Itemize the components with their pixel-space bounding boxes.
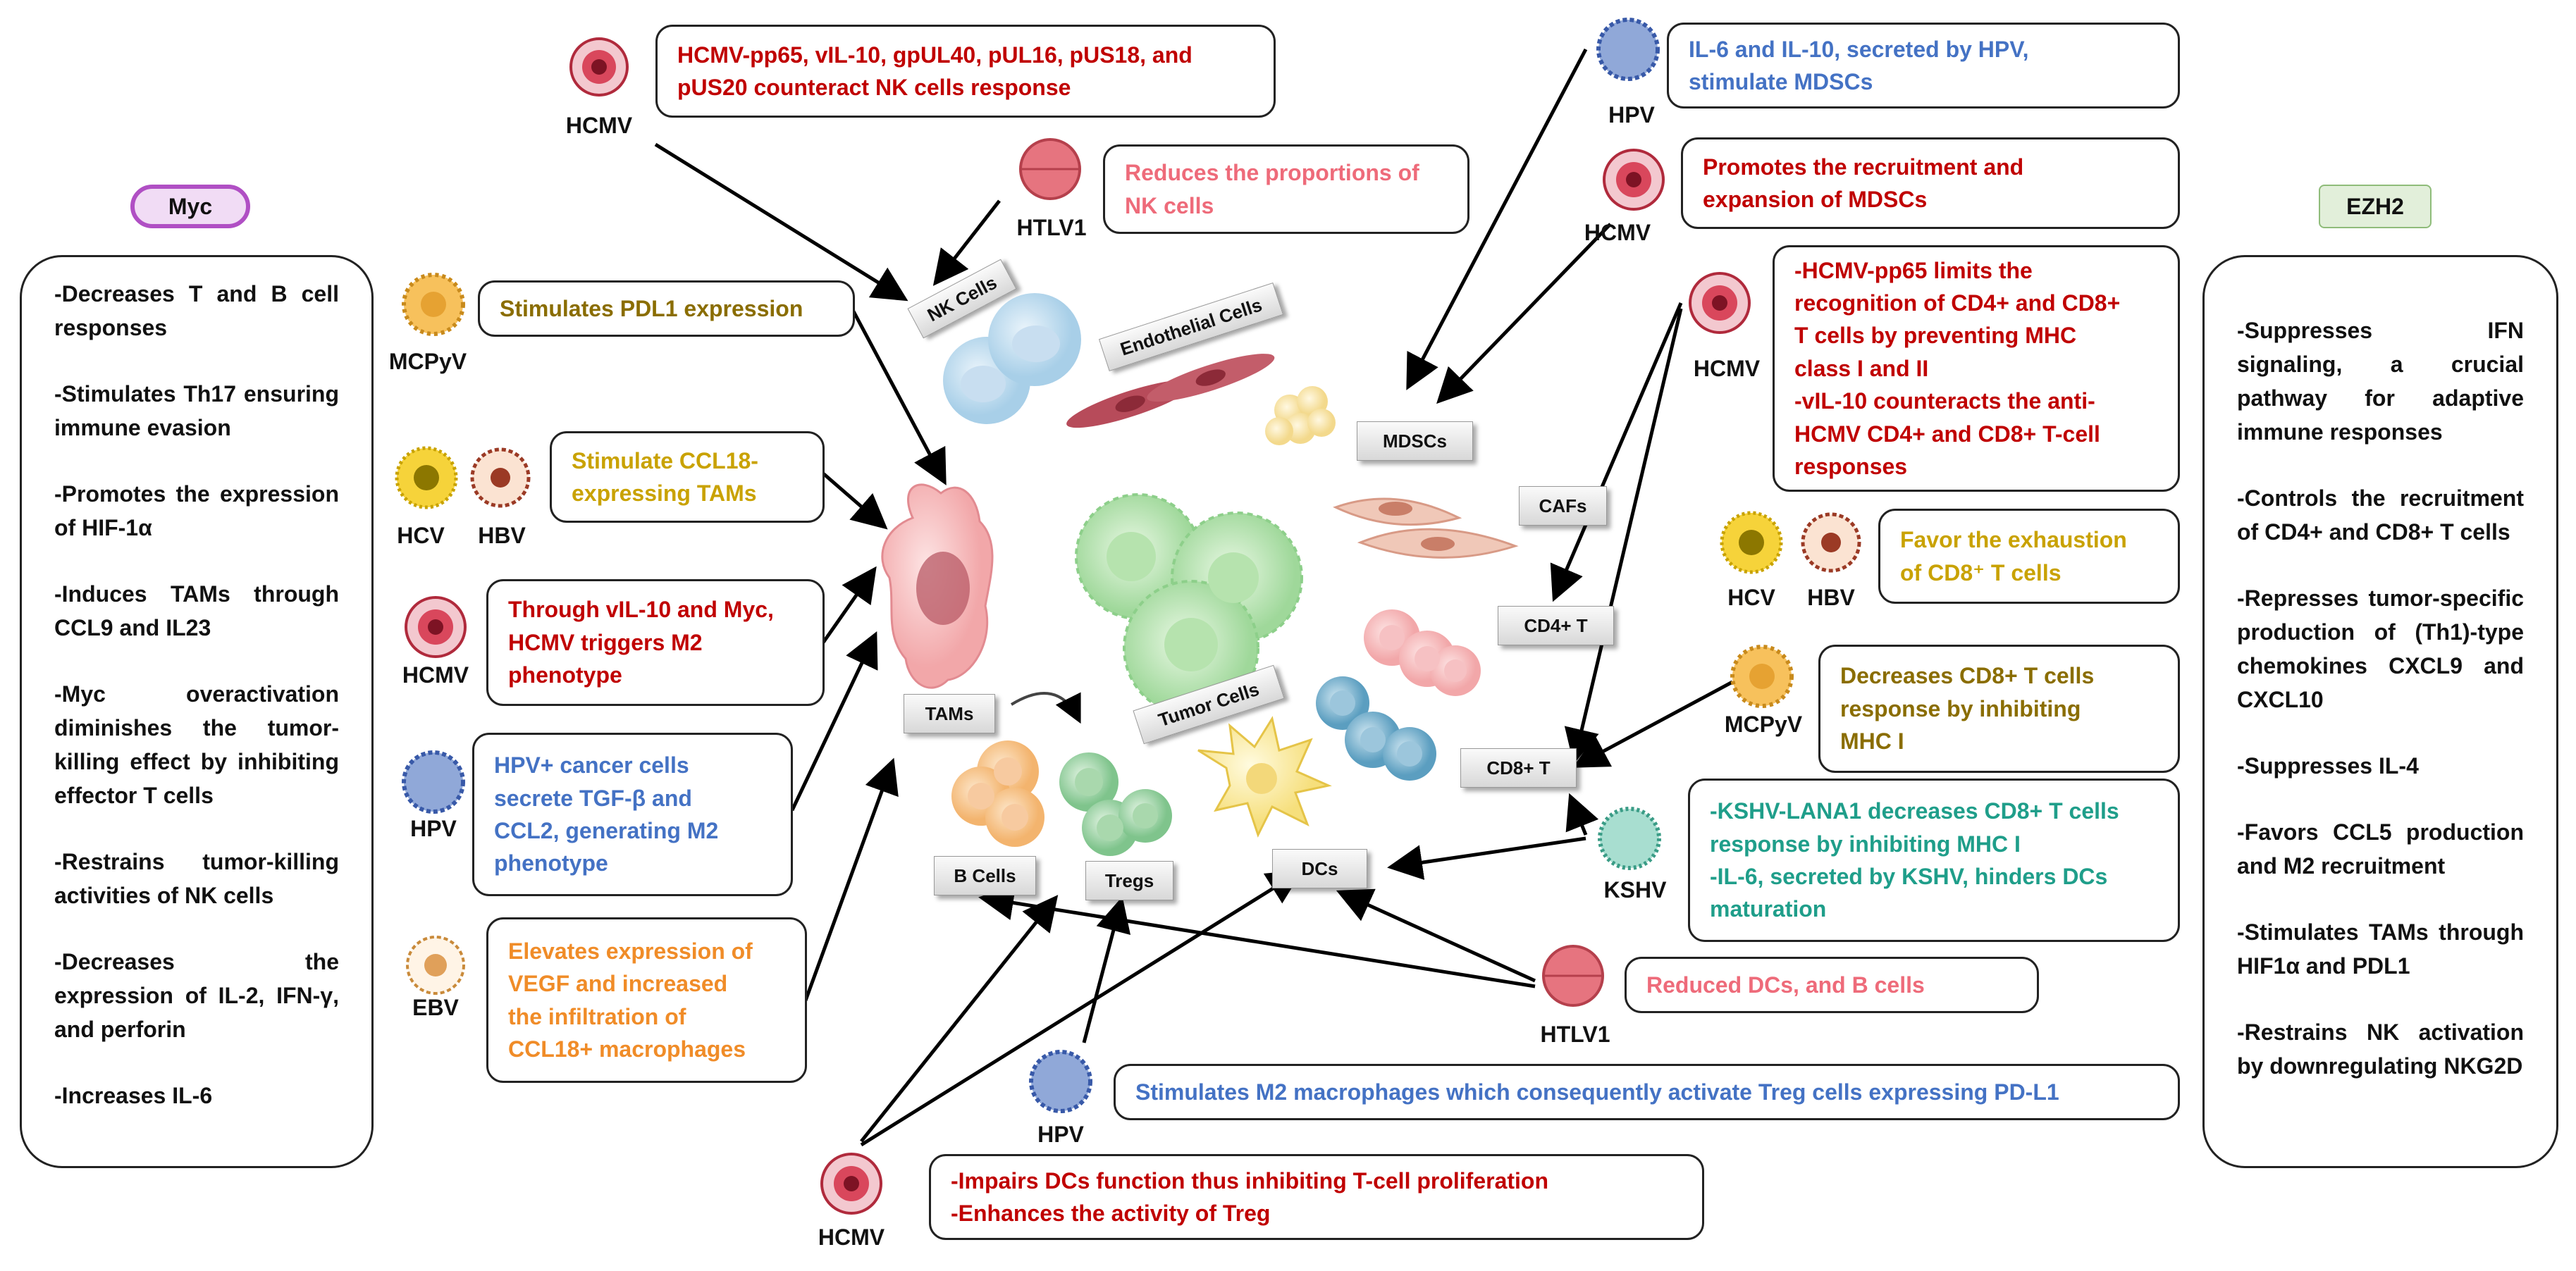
arrow-hcmv-cd4 <box>1550 302 1683 602</box>
arrow-hcmv-tregs <box>860 895 1059 1143</box>
cd4-t-cells-illustration <box>1364 609 1481 696</box>
arrow-hcmv-dcs <box>860 869 1303 1147</box>
arrow-hcv-tams <box>822 472 888 530</box>
nk-cells-illustration <box>943 293 1081 424</box>
arrow-hpv-tams <box>790 631 878 812</box>
htlv1-virus-icon-bottom <box>1542 945 1604 1007</box>
cd8-t-cells-illustration <box>1316 676 1436 781</box>
kshv-virus-icon-right <box>1598 807 1661 870</box>
b-cells-illustration <box>951 740 1044 847</box>
endothelial-cells-illustration <box>1066 354 1275 428</box>
dcs-illustration <box>1197 716 1332 838</box>
hbv-virus-icon-right <box>1801 512 1861 573</box>
arrow-hcmv-cd8 <box>1564 308 1683 764</box>
htlv1-virus-icon-top <box>1019 138 1081 200</box>
mcpyv-virus-icon-right <box>1730 645 1794 708</box>
arrow-hcmv-tams <box>821 566 877 644</box>
ebv-virus-icon-left <box>406 936 465 995</box>
hcmv-virus-icon-bottom <box>820 1153 882 1215</box>
hcmv-virus-icon-right-1 <box>1603 149 1665 211</box>
cafs-illustration <box>1333 497 1519 559</box>
hpv-virus-icon-left <box>402 750 465 814</box>
arrow-ebv-tams <box>803 757 899 1001</box>
arrows <box>654 48 1734 1147</box>
arrow-hpv-tregs <box>1082 896 1131 1043</box>
tregs-illustration <box>1059 752 1172 856</box>
hpv-virus-icon-right <box>1596 18 1660 81</box>
mcpyv-virus-icon-left <box>402 273 465 336</box>
arrow-htlv1-nk <box>932 199 1001 286</box>
arrow-mcpyv-cd8 <box>1572 680 1734 768</box>
hbv-virus-icon-left <box>470 447 531 508</box>
arrow-mcpyv-tams <box>851 309 947 485</box>
mdscs-illustration <box>1265 386 1336 445</box>
arrow-hpv-mdsc <box>1406 48 1588 390</box>
tam-cell-illustration <box>881 483 994 689</box>
tams-recycle-arrow <box>1010 692 1081 724</box>
arrow-hcmv-nk <box>654 142 908 302</box>
hcmv-virus-icon-top <box>569 37 629 97</box>
hcv-virus-icon-right <box>1720 511 1783 574</box>
arrow-kshv-dcs <box>1387 836 1586 880</box>
arrow-hcmv-mdsc <box>1436 223 1612 404</box>
arrow-htlv1-bcells <box>978 885 1536 988</box>
hpv-virus-icon-bottom <box>1029 1050 1092 1113</box>
arrow-htlv1-dcs <box>1336 888 1536 983</box>
hcmv-virus-icon-right-2 <box>1689 272 1751 334</box>
tumor-cells-illustration <box>1075 493 1303 717</box>
hcmv-virus-icon-left <box>405 596 467 658</box>
hcv-virus-icon-left <box>395 446 458 509</box>
arrow-kshv-cd8 <box>1565 793 1599 836</box>
